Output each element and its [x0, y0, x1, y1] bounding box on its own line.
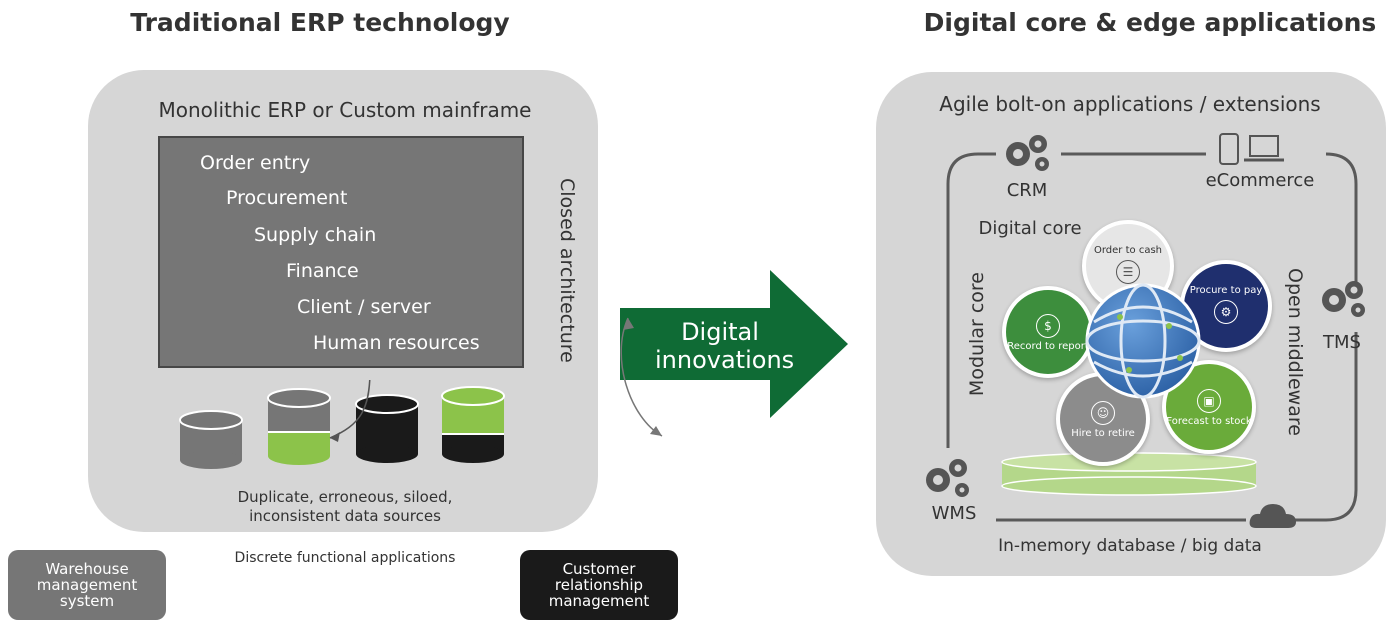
- module-procurement: Procurement: [226, 187, 348, 209]
- core-frame: [946, 152, 1358, 522]
- discrete-apps-label: Discrete functional applications: [234, 550, 456, 566]
- crm-gear-icon: [1006, 135, 1049, 171]
- digital-core-panel-title: Agile bolt-on applications / extensions: [939, 92, 1321, 116]
- wms-box: Warehouse management system: [8, 550, 166, 620]
- devices-icon: [1219, 133, 1284, 165]
- settings-icon: ⚙: [1214, 300, 1238, 324]
- order-to-cash-label: Order to cash: [1094, 245, 1162, 256]
- erp-module-box: [158, 136, 524, 368]
- wms-gear-icon: [926, 459, 969, 497]
- ecommerce-label: eCommerce: [1205, 170, 1315, 191]
- crm-box: Customer relationship management: [520, 550, 678, 620]
- box-icon: ▣: [1197, 389, 1221, 413]
- cylinder-green-black: [441, 386, 505, 463]
- in-memory-database-platform: [1001, 452, 1257, 496]
- tms-gear-icon: [1322, 281, 1365, 317]
- record-to-report-circle: $ Record to report: [1002, 286, 1094, 378]
- person-icon: ☺: [1091, 401, 1115, 425]
- in-memory-database-label: In-memory database / big data: [998, 536, 1262, 556]
- tms-label: TMS: [1323, 332, 1361, 353]
- crm-label: CRM: [1006, 180, 1048, 201]
- module-order-entry: Order entry: [200, 152, 311, 174]
- modular-core-label: Modular core: [966, 272, 988, 397]
- cloud-icon: [1249, 504, 1296, 528]
- procure-to-pay-label: Procure to pay: [1189, 285, 1263, 296]
- record-to-report-label: Record to report: [1007, 341, 1089, 352]
- left-title: Traditional ERP technology: [130, 8, 510, 37]
- digital-core-label: Digital core: [978, 218, 1082, 239]
- cylinder-gray-small: [179, 410, 243, 469]
- dollar-icon: $: [1036, 314, 1060, 338]
- cart-icon: ☰: [1116, 260, 1140, 284]
- data-sources-caption: Duplicate, erroneous, siloed, inconsiste…: [237, 488, 453, 525]
- right-title: Digital core & edge applications: [923, 8, 1377, 37]
- module-supply-chain: Supply chain: [254, 224, 377, 246]
- globe-icon: [1085, 283, 1201, 399]
- module-human-resources: Human resources: [313, 332, 480, 354]
- digital-innovations-arrow: [620, 270, 848, 437]
- procure-to-pay-circle: Procure to pay ⚙: [1180, 260, 1272, 352]
- cylinder-black: [355, 394, 419, 463]
- data-sources-cylinders: [179, 380, 505, 469]
- cylinder-gray-green: [267, 388, 331, 465]
- wms-label: WMS: [931, 503, 977, 524]
- closed-architecture-label: Closed architecture: [556, 178, 578, 363]
- module-finance: Finance: [286, 260, 359, 282]
- module-client-server: Client / server: [297, 296, 431, 318]
- open-middleware-label: Open middleware: [1284, 268, 1306, 436]
- erp-panel-title: Monolithic ERP or Custom mainframe: [158, 98, 532, 122]
- digital-innovations-label: Digital innovations: [655, 318, 795, 374]
- forecast-to-stock-label: Forecast to stock: [1166, 416, 1252, 427]
- hire-to-retire-label: Hire to retire: [1071, 428, 1135, 439]
